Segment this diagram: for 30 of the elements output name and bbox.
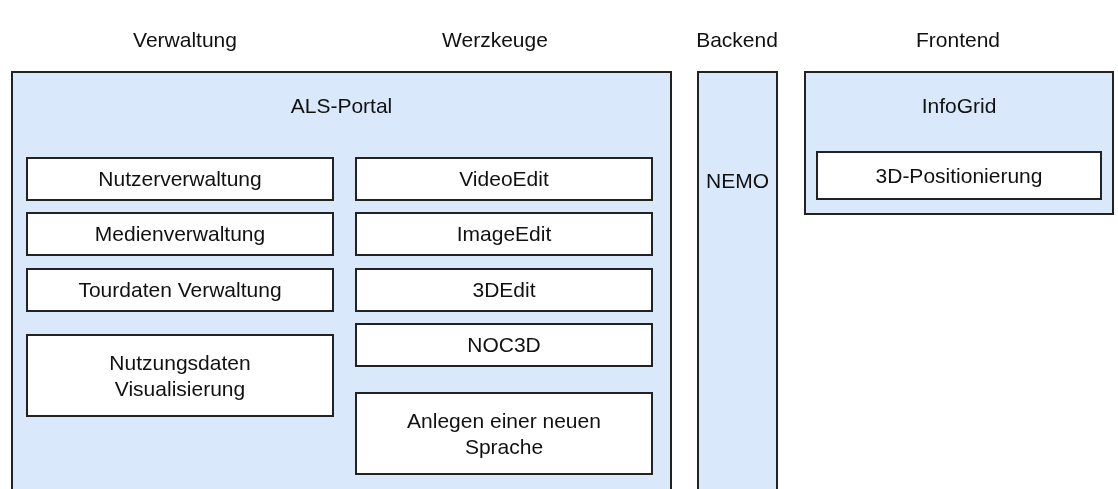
container-title: InfoGrid (920, 93, 998, 119)
module-label: 3D-Positionierung (875, 162, 1043, 189)
module-box (355, 323, 653, 367)
module-label: Nutzungsdaten Visualisierung (108, 350, 252, 401)
module-box (355, 157, 653, 201)
module-label: Medienverwaltung (94, 221, 266, 247)
module-box (816, 151, 1102, 200)
column-heading: Frontend (915, 28, 1001, 52)
container-box (697, 71, 778, 489)
module-label: 3DEdit (472, 277, 536, 303)
column-heading: Verwaltung (133, 28, 237, 52)
container-title: ALS-Portal (289, 93, 394, 119)
module-label: NOC3D (467, 332, 541, 358)
module-label: ImageEdit (456, 221, 552, 247)
module-box (26, 268, 334, 312)
module-box (26, 157, 334, 201)
module-box (355, 268, 653, 312)
container-box (804, 71, 1114, 215)
module-label: VideoEdit (459, 166, 549, 192)
module-box (26, 212, 334, 256)
module-label: Anlegen einer neuen Sprache (406, 408, 602, 459)
module-label: Tourdaten Verwaltung (78, 277, 282, 303)
module-label: Nutzerverwaltung (98, 166, 262, 192)
column-heading: Backend (696, 28, 778, 52)
column-heading: Werzkeuge (442, 28, 548, 52)
container-title: NEMO (706, 168, 769, 194)
module-box (355, 212, 653, 256)
module-box (355, 392, 653, 475)
module-box (26, 334, 334, 417)
container-box (11, 71, 672, 489)
